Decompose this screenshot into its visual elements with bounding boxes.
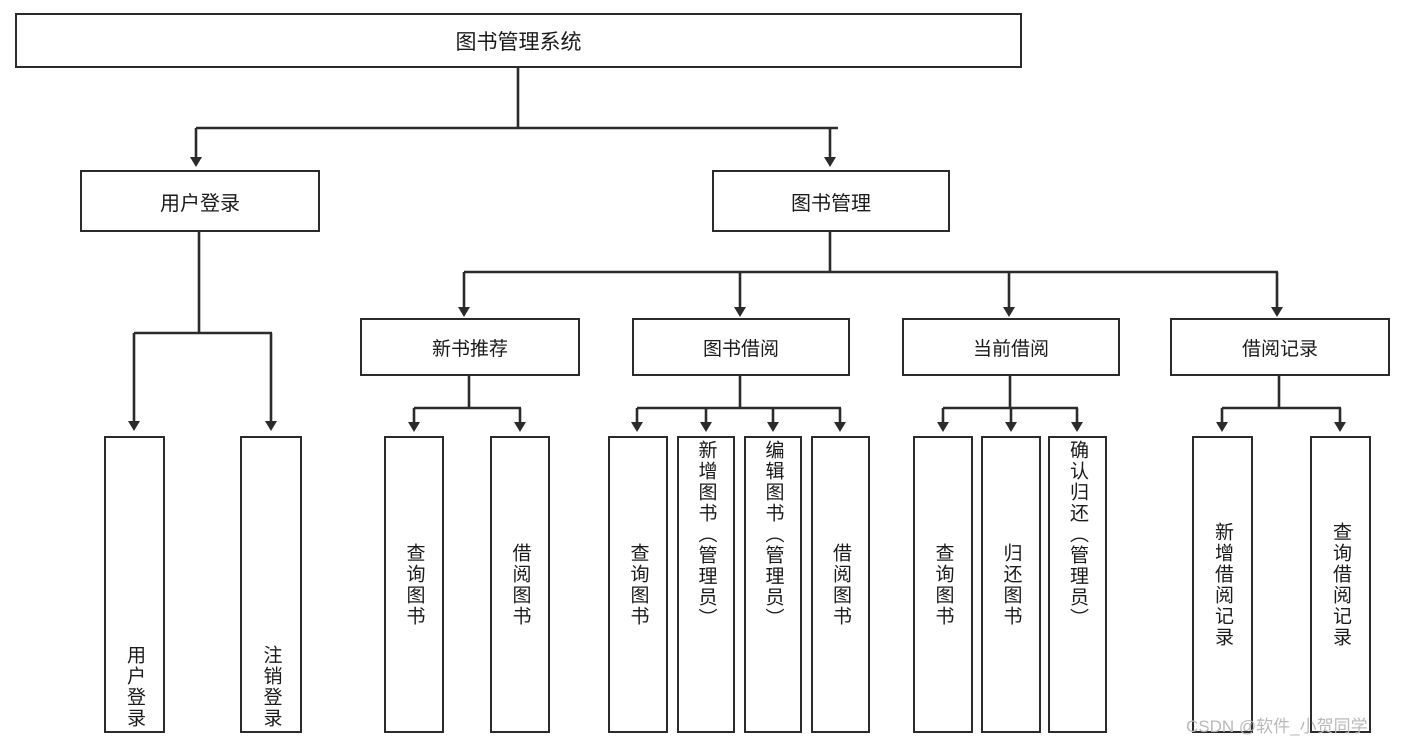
leaf-label: 新增图书（管理员）	[695, 440, 717, 629]
node-label: 新书推荐	[431, 338, 508, 360]
leaf-borrow-book[interactable]: 借阅图书	[811, 436, 870, 733]
leaf-add-borrow-record[interactable]: 新增借阅记录	[1192, 436, 1253, 733]
node-current-borrow[interactable]: 当前借阅	[902, 318, 1120, 376]
leaf-query-book-recommend[interactable]: 查询图书	[384, 436, 444, 733]
leaf-label: 用户登录	[124, 645, 145, 729]
node-label: 图书管理	[791, 192, 871, 215]
leaf-return-book[interactable]: 归还图书	[981, 436, 1041, 733]
leaf-borrow-book-recommend[interactable]: 借阅图书	[490, 436, 550, 733]
leaf-label: 新增借阅记录	[1212, 521, 1233, 648]
node-label: 借阅记录	[1241, 338, 1318, 360]
leaf-label: 确认归还（管理员）	[1067, 440, 1088, 629]
leaf-confirm-return-admin[interactable]: 确认归还（管理员）	[1048, 436, 1107, 733]
node-book-borrow[interactable]: 图书借阅	[632, 318, 850, 376]
leaf-label: 查询图书	[627, 542, 649, 627]
node-root-system[interactable]: 图书管理系统	[15, 13, 1022, 68]
leaf-label: 查询图书	[932, 542, 954, 627]
leaf-query-book-current[interactable]: 查询图书	[913, 436, 973, 733]
leaf-label: 借阅图书	[509, 542, 531, 627]
leaf-label: 归还图书	[1000, 542, 1022, 627]
node-borrow-record[interactable]: 借阅记录	[1170, 318, 1390, 376]
node-label: 当前借阅	[972, 338, 1049, 360]
leaf-user-login[interactable]: 用户登录	[104, 436, 165, 733]
leaf-query-book-borrow[interactable]: 查询图书	[608, 436, 668, 733]
leaf-label: 编辑图书（管理员）	[762, 440, 784, 629]
node-label: 图书借阅	[702, 338, 779, 360]
leaf-label: 查询借阅记录	[1330, 521, 1351, 648]
leaf-edit-book-admin[interactable]: 编辑图书（管理员）	[744, 436, 802, 733]
leaf-user-logout[interactable]: 注销登录	[240, 436, 302, 733]
leaf-label: 查询图书	[403, 542, 425, 627]
leaf-label: 借阅图书	[830, 542, 851, 627]
node-user-login[interactable]: 用户登录	[80, 170, 320, 232]
leaf-add-book-admin[interactable]: 新增图书（管理员）	[677, 436, 735, 733]
node-book-management[interactable]: 图书管理	[712, 170, 950, 232]
node-new-book-recommend[interactable]: 新书推荐	[360, 318, 580, 376]
leaf-query-borrow-record[interactable]: 查询借阅记录	[1310, 436, 1371, 733]
node-label: 图书管理系统	[455, 30, 582, 54]
node-label: 用户登录	[160, 192, 240, 215]
csdn-watermark: CSDN @软件_小贺同学	[1186, 717, 1368, 736]
leaf-label: 注销登录	[260, 645, 282, 729]
